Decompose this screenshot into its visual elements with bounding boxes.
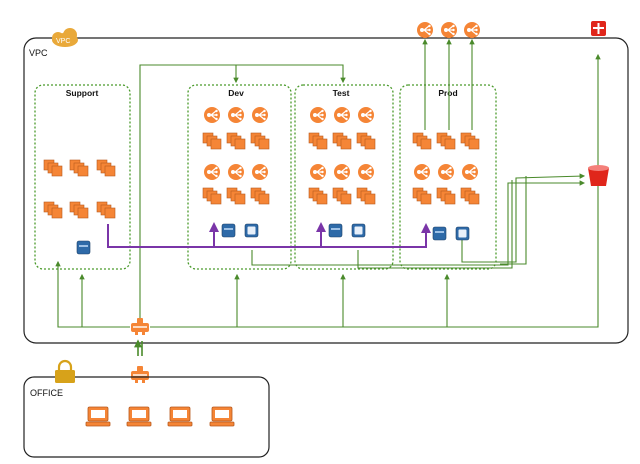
ec2-icon (226, 187, 246, 205)
ec2-icon (460, 187, 480, 205)
ec2-icon (412, 132, 432, 150)
ec2-icon (356, 132, 376, 150)
laptop-icon (126, 406, 152, 427)
vpc-boundary (23, 37, 629, 344)
elb-icon (461, 163, 479, 181)
elb-icon (203, 163, 221, 181)
ec2-icon (332, 187, 352, 205)
ec2-icon (250, 187, 270, 205)
replica-icon (455, 226, 470, 241)
vpc-badge-text: VPC (56, 38, 70, 45)
elb-icon (227, 106, 245, 124)
zone-support-title: Support (66, 88, 99, 98)
elb-icon (251, 106, 269, 124)
ec2-icon (43, 201, 63, 219)
ec2-icon (202, 132, 222, 150)
elb-icon (333, 163, 351, 181)
ec2-icon (96, 201, 116, 219)
zone-dev-title: Dev (228, 88, 244, 98)
support-ec2-group (43, 159, 116, 255)
elb-icon (227, 163, 245, 181)
elb-icon (333, 106, 351, 124)
ec2-icon (332, 132, 352, 150)
prod-resources (412, 132, 480, 241)
office-laptops (85, 406, 235, 427)
office-router-icon (131, 366, 149, 383)
ec2-icon (69, 201, 89, 219)
replica-icon (351, 223, 366, 238)
elb-icon (309, 163, 327, 181)
replica-icon (244, 223, 259, 238)
ec2-icon (412, 187, 432, 205)
lock-icon (55, 359, 75, 383)
ec2-icon (69, 159, 89, 177)
elb-icon (413, 163, 431, 181)
network-links (55, 38, 601, 356)
elb-icon (440, 21, 458, 39)
rds-icon (76, 240, 91, 255)
ec2-icon (460, 132, 480, 150)
ec2-icon (308, 132, 328, 150)
rds-icon (328, 223, 343, 238)
vpc-router-icon (131, 318, 149, 335)
ec2-icon (356, 187, 376, 205)
dev-resources (202, 106, 270, 238)
elb-icon (203, 106, 221, 124)
elb-icon (437, 163, 455, 181)
ec2-icon (308, 187, 328, 205)
test-resources (308, 106, 376, 238)
s3-bucket-icon (588, 165, 609, 186)
office-label: OFFICE (30, 388, 63, 398)
rds-icon (221, 223, 236, 238)
rds-icon (432, 226, 447, 241)
ec2-icon (43, 159, 63, 177)
public-elb-group (416, 21, 481, 39)
elb-icon (357, 106, 375, 124)
ec2-icon (436, 187, 456, 205)
ec2-icon (250, 132, 270, 150)
ec2-icon (96, 159, 116, 177)
elb-icon (309, 106, 327, 124)
zone-prod (399, 84, 497, 270)
office-boundary (23, 376, 270, 458)
laptop-icon (167, 406, 193, 427)
elb-icon (251, 163, 269, 181)
zone-prod-title: Prod (438, 88, 457, 98)
ec2-icon (436, 132, 456, 150)
elb-icon (463, 21, 481, 39)
elb-icon (416, 21, 434, 39)
vpc-label: VPC (29, 48, 48, 58)
elb-icon (357, 163, 375, 181)
gateway-icon (591, 21, 606, 36)
vpc-cloud-icon (52, 28, 78, 47)
zone-test-title: Test (333, 88, 350, 98)
ec2-icon (226, 132, 246, 150)
laptop-icon (209, 406, 235, 427)
zone-test (294, 84, 394, 270)
ec2-icon (202, 187, 222, 205)
laptop-icon (85, 406, 111, 427)
replication-links (107, 222, 431, 248)
